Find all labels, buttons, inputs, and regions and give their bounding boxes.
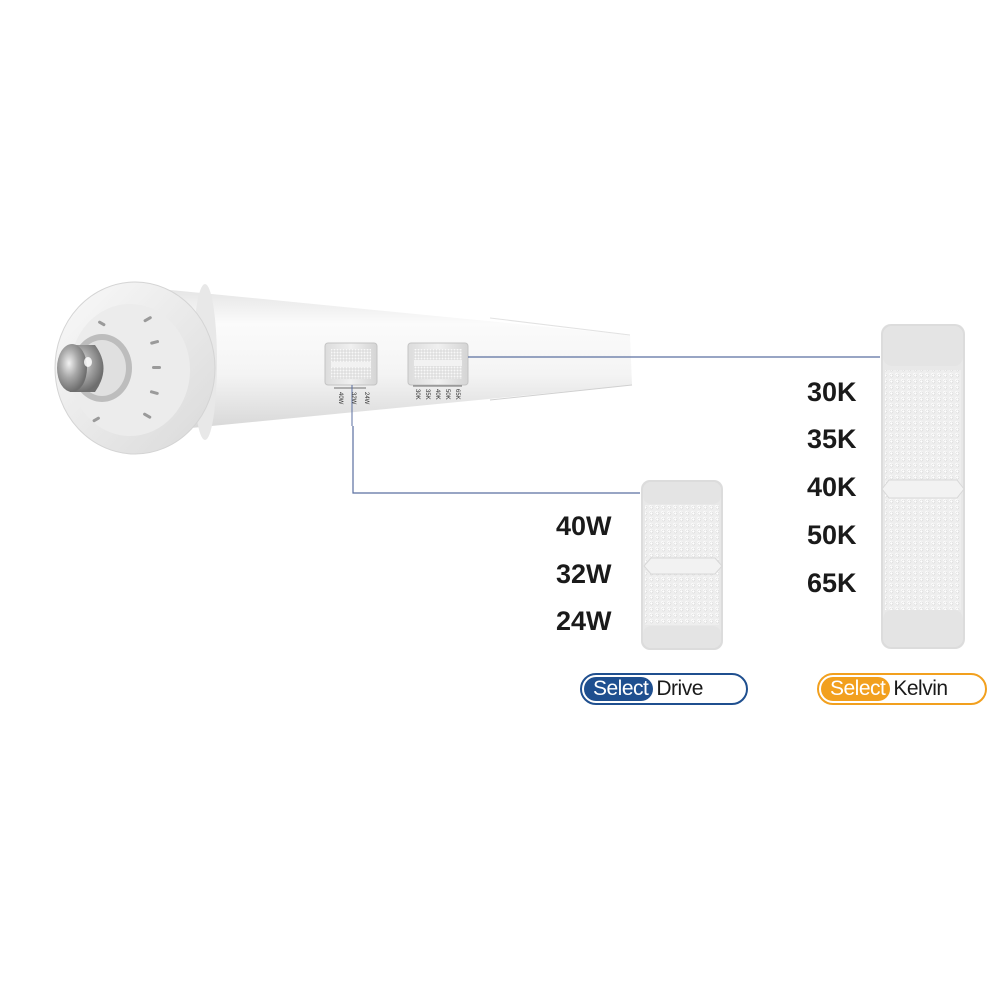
kelvin-switch-enlarged bbox=[881, 324, 965, 649]
kelvin-option-40k: 40K bbox=[807, 472, 857, 502]
select-kelvin-text: Kelvin bbox=[893, 677, 948, 700]
select-kelvin-badge: Select Kelvin bbox=[817, 673, 987, 705]
select-kelvin-highlight: Select bbox=[821, 677, 891, 701]
wattage-option-40w: 40W bbox=[556, 511, 612, 541]
tube-label-40k: 40K bbox=[434, 389, 440, 400]
kelvin-option-30k: 30K bbox=[807, 377, 857, 407]
wattage-switch-enlarged bbox=[641, 480, 723, 650]
select-drive-badge: Select Drive bbox=[580, 673, 748, 705]
tube-label-24w: 24W bbox=[363, 392, 369, 405]
tube-label-50k: 50K bbox=[444, 389, 450, 400]
tube-kelvin-switch[interactable] bbox=[407, 342, 469, 387]
bi-pin-connector bbox=[57, 334, 132, 402]
select-drive-highlight: Select bbox=[584, 677, 654, 701]
led-tube bbox=[54, 281, 633, 455]
callout-lines bbox=[352, 356, 880, 494]
tube-label-40w: 40W bbox=[337, 392, 343, 405]
tube-label-30k: 30K bbox=[414, 389, 420, 400]
kelvin-option-50k: 50K bbox=[807, 520, 857, 550]
wattage-option-24w: 24W bbox=[556, 606, 612, 636]
tube-label-35k: 35K bbox=[424, 389, 430, 400]
vent-slots bbox=[92, 316, 161, 423]
select-drive-text: Drive bbox=[656, 677, 703, 700]
kelvin-option-65k: 65K bbox=[807, 568, 857, 598]
tube-wattage-switch[interactable] bbox=[324, 342, 378, 426]
wattage-option-32w: 32W bbox=[556, 559, 612, 589]
kelvin-option-35k: 35K bbox=[807, 424, 857, 454]
tube-label-32w: 32W bbox=[350, 392, 356, 405]
tube-label-65k: 65K bbox=[454, 389, 460, 400]
wattage-callout-line bbox=[352, 426, 640, 494]
